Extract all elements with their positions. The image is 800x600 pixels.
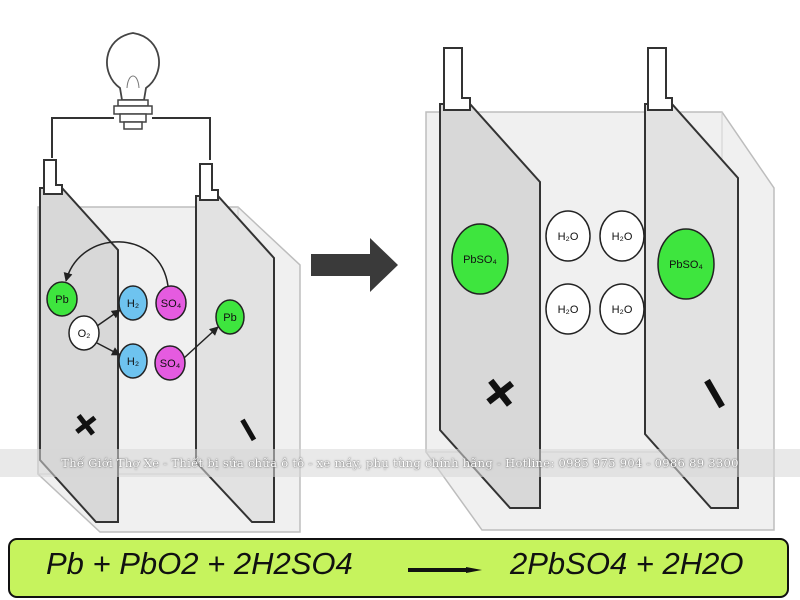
svg-text:H₂: H₂ xyxy=(127,298,139,310)
light-bulb-icon xyxy=(106,32,160,130)
h2-molecule: H₂ xyxy=(118,343,148,379)
wire xyxy=(51,117,211,160)
so4-molecule: SO₄ xyxy=(154,345,186,381)
chemical-equation: Pb + PbO2 + 2H2SO4 2PbSO4 + 2H2O xyxy=(8,538,789,598)
process-arrow-icon xyxy=(311,238,398,292)
svg-text:SO₄: SO₄ xyxy=(161,298,182,310)
svg-text:O₂: O₂ xyxy=(78,328,91,340)
equation-arrow-icon xyxy=(408,567,482,573)
svg-text:SO₄: SO₄ xyxy=(160,358,181,370)
watermark-text: Thế Giới Thợ Xe - Thiết bị sửa chữa ô tô… xyxy=(61,456,739,470)
reaction-arrow xyxy=(63,241,169,287)
svg-text:H₂O: H₂O xyxy=(612,304,633,316)
svg-text:PbSO₄: PbSO₄ xyxy=(463,254,497,266)
pb-molecule: Pb xyxy=(46,281,78,317)
reaction-arrow xyxy=(96,342,121,356)
svg-text:Pb: Pb xyxy=(55,294,68,306)
pb-molecule: Pb xyxy=(215,299,245,335)
h2o-molecule: H₂O xyxy=(599,210,645,262)
h2-molecule: H₂ xyxy=(118,285,148,321)
right-plate-negative xyxy=(644,103,739,509)
equation-reactants: Pb + PbO2 + 2H2SO4 xyxy=(46,546,353,581)
svg-text:H₂O: H₂O xyxy=(558,304,579,316)
o2-molecule: O₂ xyxy=(68,315,100,351)
svg-text:PbSO₄: PbSO₄ xyxy=(669,259,703,271)
svg-text:H₂: H₂ xyxy=(127,356,139,368)
so4-molecule: SO₄ xyxy=(155,285,187,321)
pbso4-molecule: PbSO₄ xyxy=(657,228,715,300)
svg-text:Pb: Pb xyxy=(223,312,236,324)
h2o-molecule: H₂O xyxy=(599,283,645,335)
watermark-banner: Thế Giới Thợ Xe - Thiết bị sửa chữa ô tô… xyxy=(0,449,800,477)
svg-text:H₂O: H₂O xyxy=(558,231,579,243)
reaction-arrow xyxy=(96,309,121,327)
h2o-molecule: H₂O xyxy=(545,210,591,262)
right-plate-positive xyxy=(439,103,541,509)
pbso4-molecule: PbSO₄ xyxy=(451,223,509,295)
svg-text:H₂O: H₂O xyxy=(612,231,633,243)
reaction-arrow xyxy=(183,326,219,359)
h2o-molecule: H₂O xyxy=(545,283,591,335)
right-cell: + − PbSO₄ H₂O H₂O H₂O H₂O PbSO₄ xyxy=(425,47,775,531)
equation-products: 2PbSO4 + 2H2O xyxy=(510,546,744,581)
